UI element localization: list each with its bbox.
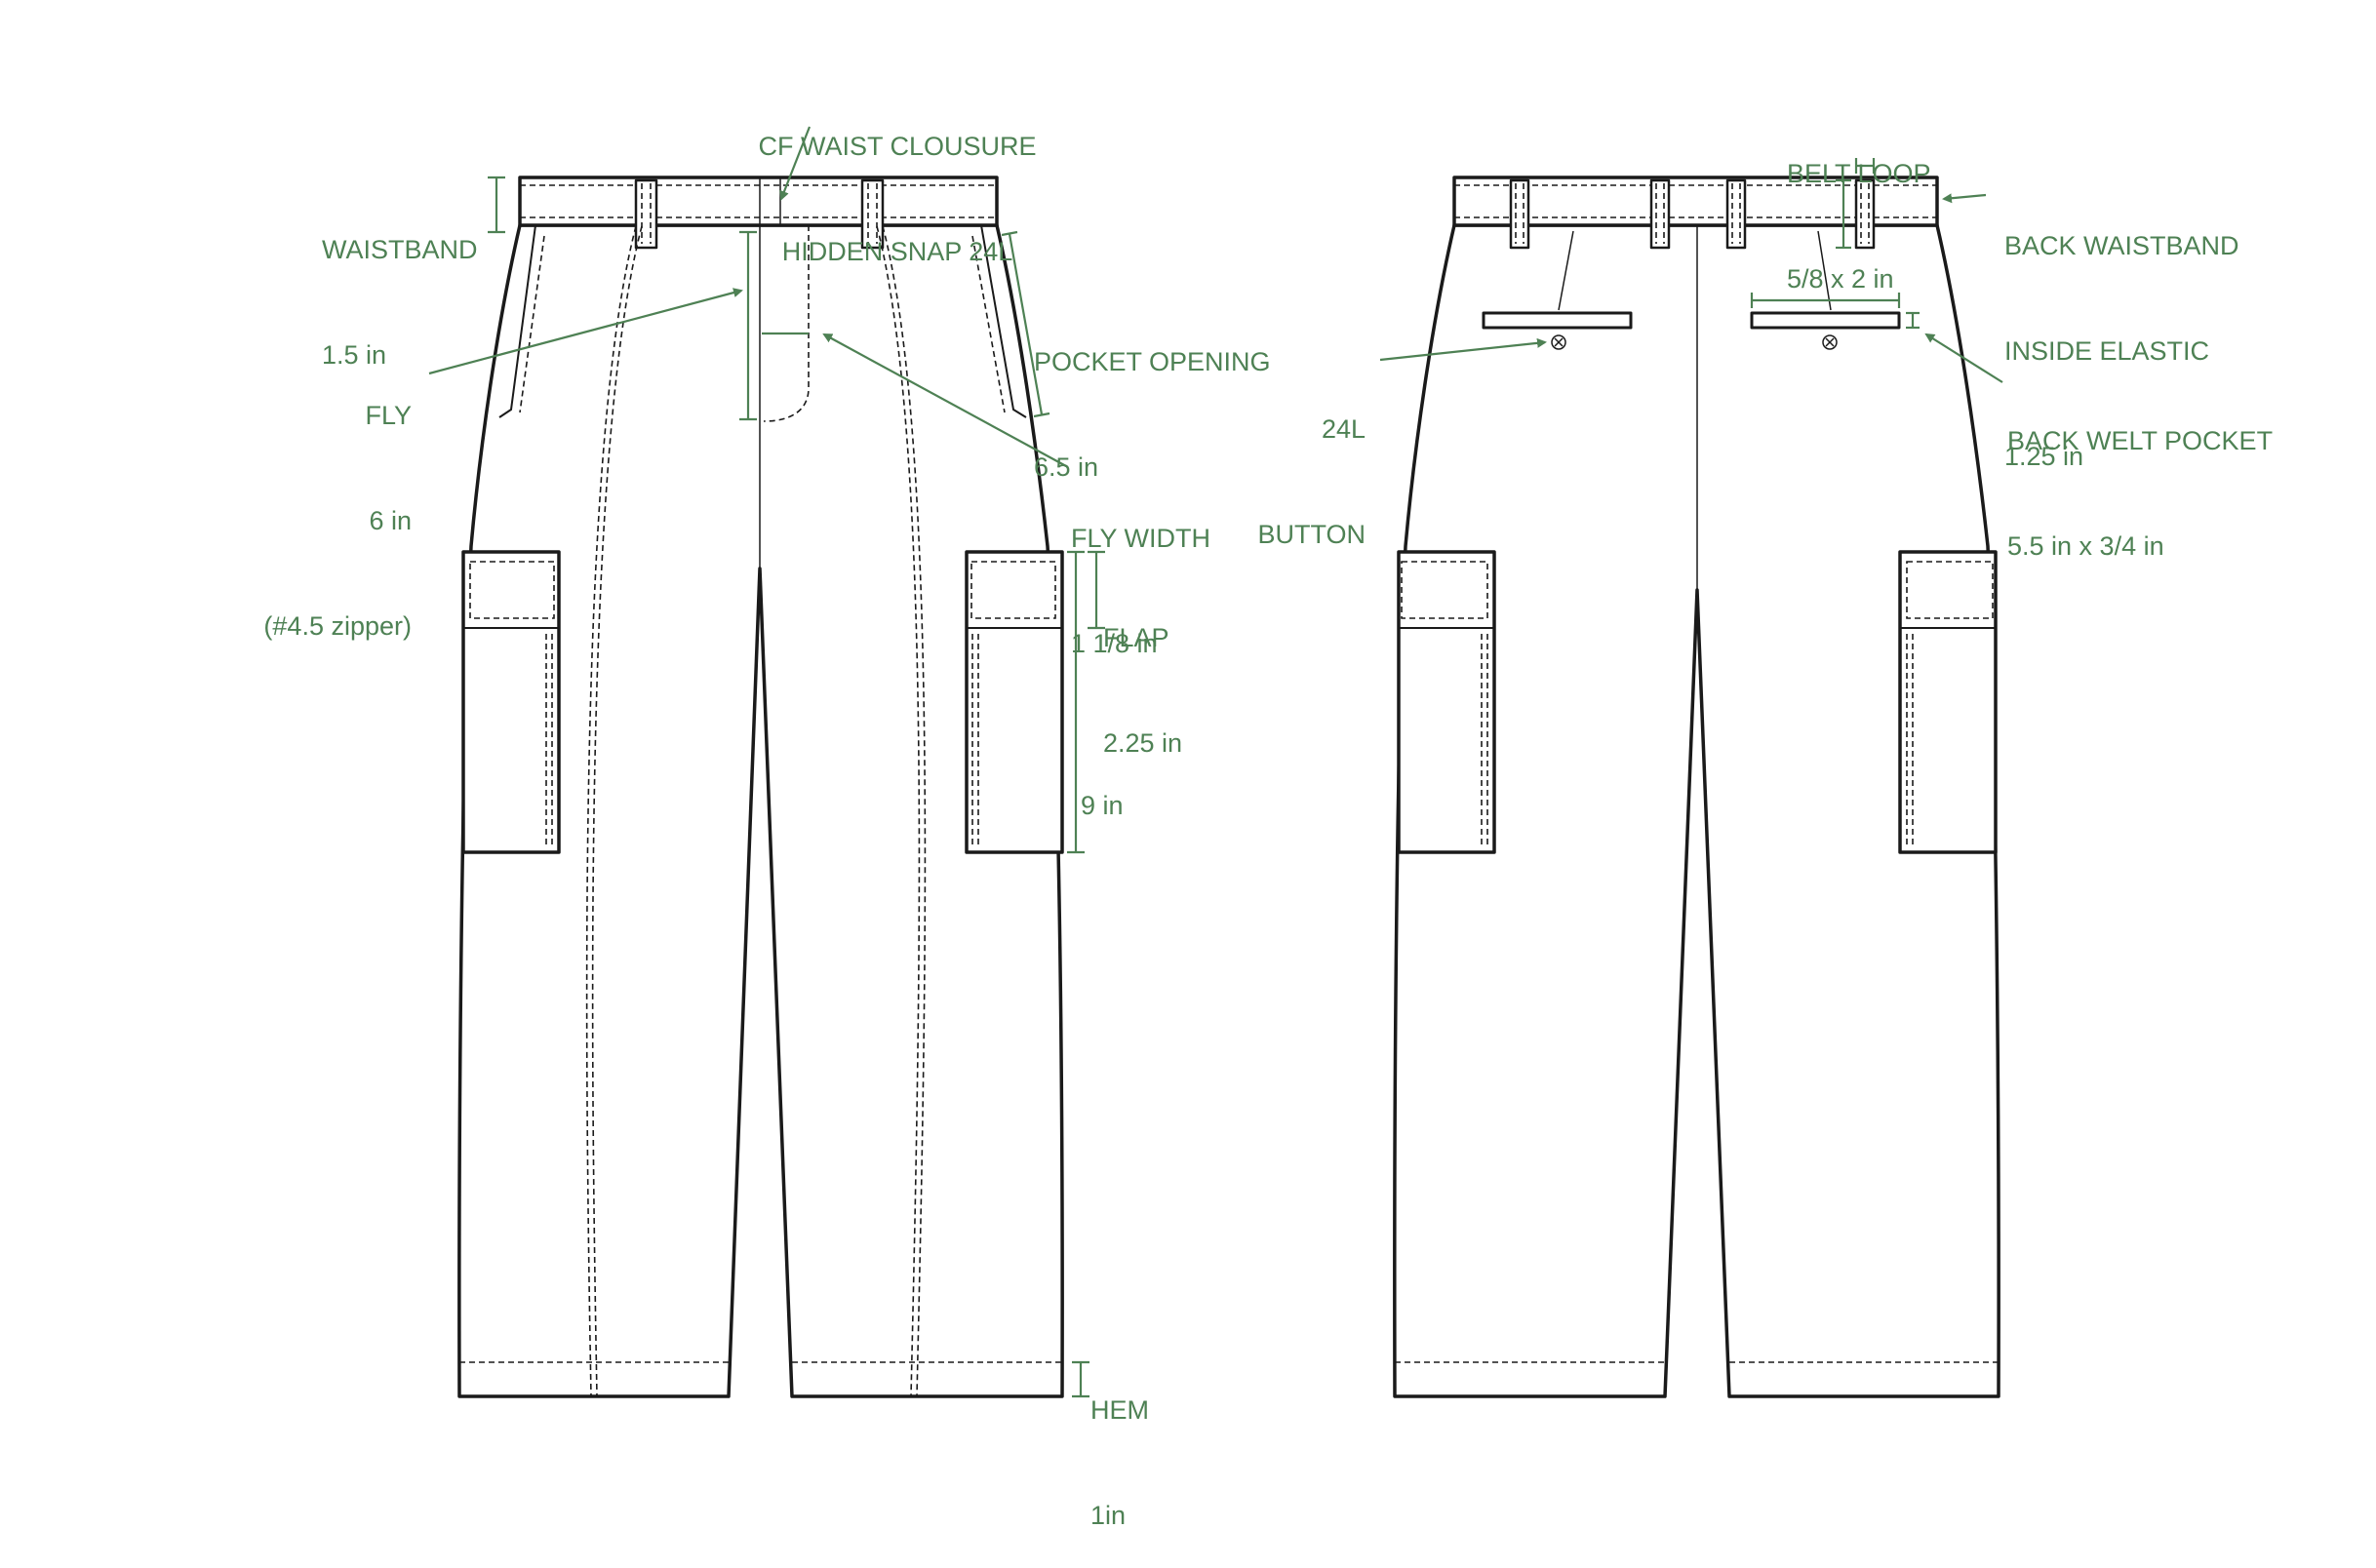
cargo-pocket-length-label: 9 in (1081, 791, 1124, 820)
flap-dimension-line (1088, 550, 1105, 630)
belt-loop-label: BELT LOOP 5/8 x 2 in (1787, 159, 1931, 294)
hem-dimension-line (1072, 1360, 1089, 1398)
front-pocket-right (980, 224, 1027, 418)
fly-label: FLY 6 in (#4.5 zipper) (263, 401, 412, 641)
fly-width-label: FLY WIDTH 1 1/8 in (1071, 524, 1211, 658)
front-crease-right (882, 225, 927, 1397)
annotation-guides (428, 126, 2003, 1398)
front-cargo-pocket-left (461, 550, 561, 854)
back-welt-pocket-left (1482, 311, 1633, 330)
back-belt-loops (1509, 178, 1876, 250)
welt-pocket-leader (1924, 333, 2003, 383)
waistband-dimension-line (488, 176, 505, 234)
fly-dimension-line (739, 230, 757, 421)
belt-loop-dimension-lines (1836, 158, 1876, 250)
back-welt-pocket-label: BACK WELT POCKET 5.5 in x 3/4 in (2007, 426, 2274, 561)
waistband-label: WAISTBAND 1.5 in (322, 235, 478, 370)
back-view (1393, 176, 2000, 1398)
pocket-opening-label: POCKET OPENING 6.5 in (1034, 347, 1271, 482)
button-label: 24L BUTTON (1257, 414, 1366, 549)
fly-width-leader (822, 333, 1067, 467)
cf-closure-leader (779, 126, 812, 201)
front-pocket-left (498, 224, 536, 418)
flap-label: FLAP 2.25 in (1103, 623, 1183, 758)
front-cargo-pocket-right (965, 550, 1064, 854)
back-button-right (1822, 334, 1838, 350)
back-welt-pocket-right (1750, 311, 1901, 330)
front-belt-loops (634, 178, 885, 250)
back-body-outline (1393, 223, 2000, 1398)
button-leader (1379, 337, 1547, 362)
front-crease-left (585, 225, 637, 1397)
pocket-opening-dimension-line (1001, 230, 1050, 418)
fly-leader (428, 288, 743, 375)
back-waistband-label: BACK WAISTBAND INSIDE ELASTIC 1.25 in (2004, 231, 2239, 471)
hem-label: HEM 1in (1090, 1395, 1149, 1530)
cf-closure-label: CF WAIST CLOUSURE HIDDEN SNAP 24L (758, 132, 1037, 266)
back-cargo-pocket-left (1397, 550, 1496, 854)
welt-pocket-dimension-lines (1750, 293, 1920, 330)
fly-stitching (763, 225, 810, 422)
back-waistband-leader (1942, 193, 1987, 204)
tech-flat-drawing (428, 126, 2003, 1398)
cargo-pocket-dimension-line (1067, 550, 1085, 854)
back-cargo-pocket-right (1898, 550, 1998, 854)
front-view (457, 176, 1064, 1398)
back-button-left (1551, 334, 1566, 350)
